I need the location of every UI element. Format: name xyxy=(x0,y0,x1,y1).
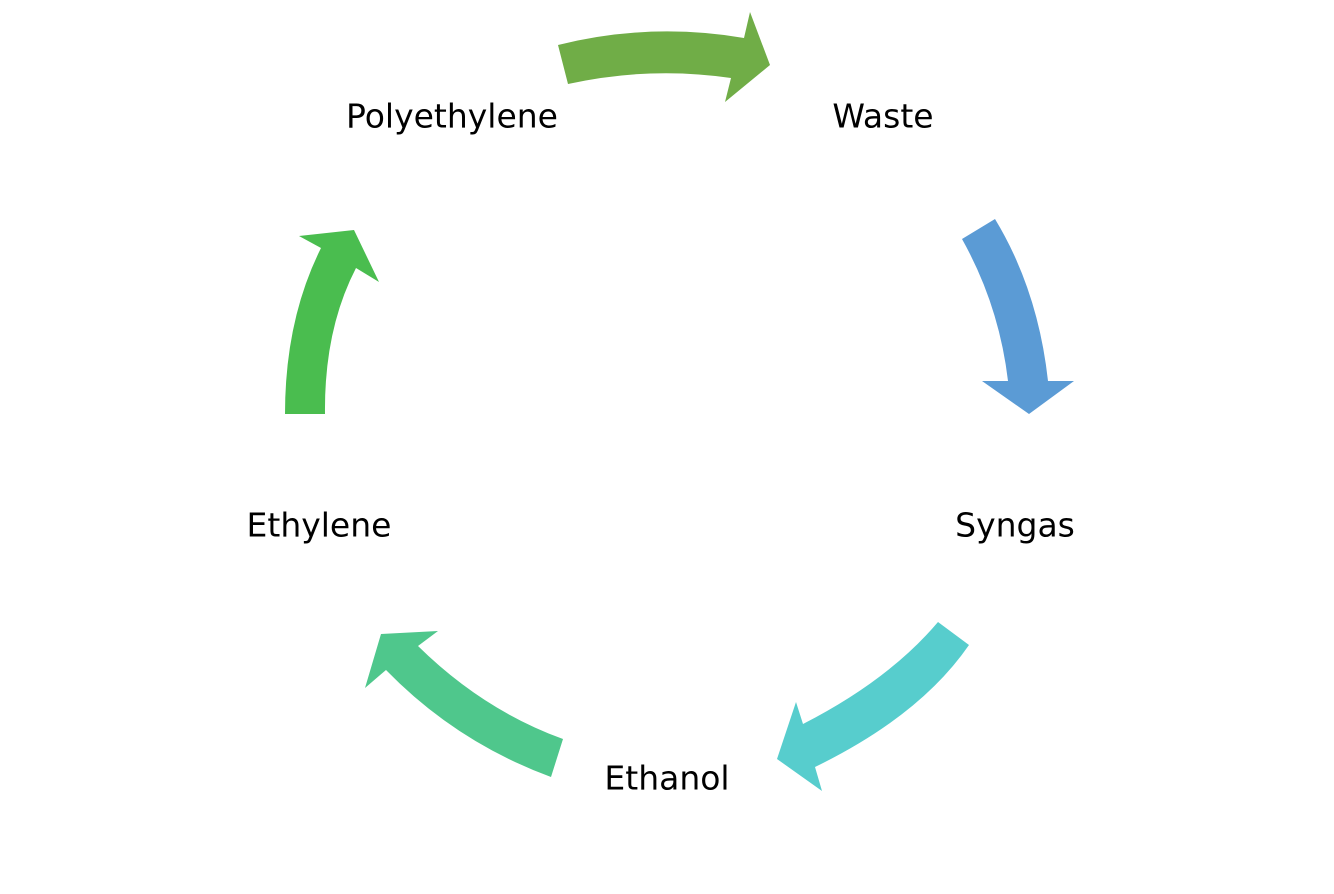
node-label-polyethylene: Polyethylene xyxy=(346,96,558,136)
arrow-ethanol-to-ethylene xyxy=(365,631,563,777)
arrow-syngas-to-ethanol xyxy=(777,622,969,791)
node-label-ethylene: Ethylene xyxy=(246,505,392,545)
node-label-ethanol: Ethanol xyxy=(604,758,730,798)
arrow-ethylene-to-polyethylene xyxy=(285,230,379,414)
node-label-syngas: Syngas xyxy=(955,505,1075,545)
arrow-polyethylene-to-waste xyxy=(558,12,770,102)
arrow-waste-to-syngas xyxy=(962,219,1074,414)
node-label-waste: Waste xyxy=(832,96,934,136)
